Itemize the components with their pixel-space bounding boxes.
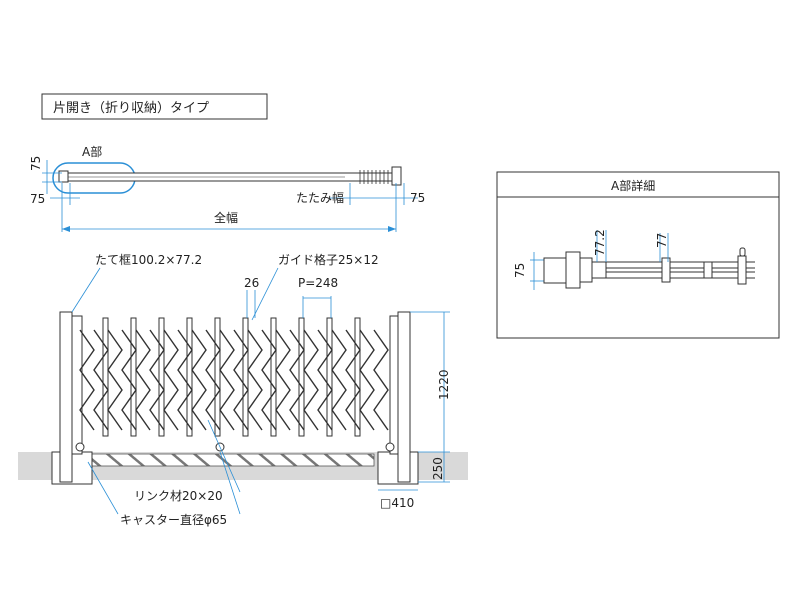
right-post (397, 311, 411, 483)
height-250: 250 (431, 457, 445, 480)
detail-dim-77: 77 (655, 233, 669, 248)
title-text: 片開き（折り収納）タイプ (53, 101, 209, 116)
detail-a-box: A部詳細 75 77.2 77 (496, 171, 780, 339)
scissor-links (79, 329, 389, 431)
folded-ticks (359, 170, 389, 184)
dim-75-left-vertical: 75 (29, 156, 43, 171)
top-view: A部 75 75 たたみ幅 75 (29, 144, 425, 232)
part-a-label: A部 (82, 144, 102, 159)
detail-a-title: A部詳細 (611, 178, 655, 193)
detail-dim-75: 75 (513, 263, 527, 278)
left-post (59, 311, 73, 483)
guide-lattice-label: ガイド格子25×12 (278, 252, 379, 267)
foundation-label: □410 (380, 496, 414, 510)
height-1220: 1220 (437, 369, 451, 400)
caster-label: キャスター直径φ65 (120, 513, 227, 527)
guide-lattice (102, 317, 361, 437)
dim-75-right: 75 (410, 191, 425, 205)
folded-width-label: たたみ幅 (296, 190, 344, 205)
title-box: 片開き（折り収納）タイプ (41, 93, 268, 120)
top-right-post (391, 166, 402, 186)
dim-75-left-horizontal: 75 (30, 192, 45, 206)
front-view: 1220 250 たて框100.2×77.2 ガイド格子25×12 26 P=2… (18, 252, 468, 527)
vertical-frame-label: たて框100.2×77.2 (95, 253, 202, 267)
pitch-label: P=248 (298, 276, 338, 290)
dim-26: 26 (244, 276, 259, 290)
foundation-hatch (91, 453, 375, 467)
overall-width-label: 全幅 (214, 210, 238, 225)
casters (75, 442, 395, 452)
top-left-post (58, 170, 69, 183)
detail-dim-77-2: 77.2 (593, 229, 607, 256)
link-label: リンク材20×20 (134, 489, 223, 503)
